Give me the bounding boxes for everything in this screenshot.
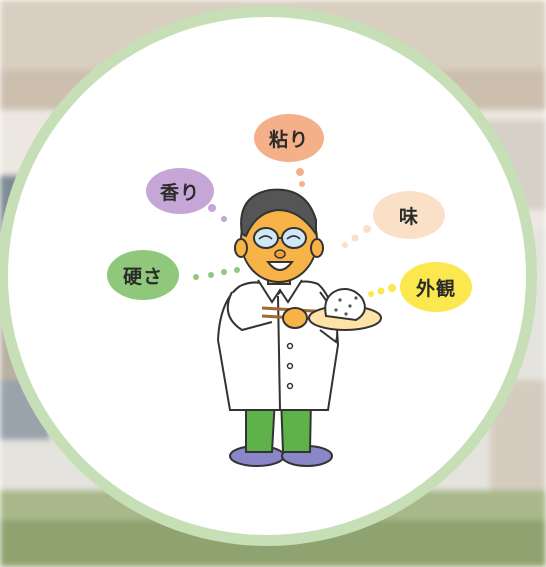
bubble-kaori: 香り xyxy=(146,168,214,214)
bubble-katasa-label: 硬さ xyxy=(122,265,163,288)
hand xyxy=(282,307,308,329)
bubble-gaikan: 外観 xyxy=(400,262,472,312)
thought-dots-nebari xyxy=(296,168,305,187)
bubble-aji-label: 味 xyxy=(398,205,419,228)
glasses-icon xyxy=(253,227,307,249)
coat-seam xyxy=(277,295,281,411)
ear-right xyxy=(310,238,324,258)
thought-dots-kaori xyxy=(208,204,227,222)
thought-dots-aji xyxy=(342,225,371,248)
bubble-gaikan-label: 外観 xyxy=(415,277,456,300)
mouth xyxy=(265,261,295,271)
bubble-katasa: 硬さ xyxy=(107,250,179,300)
bubble-nebari: 粘り xyxy=(254,114,324,162)
bubble-nebari-label: 粘り xyxy=(268,128,309,151)
ear-left xyxy=(234,238,248,258)
left-arm xyxy=(226,291,273,332)
thought-dots-gaikan xyxy=(368,284,396,297)
nose xyxy=(274,249,286,259)
coat-collar xyxy=(257,279,303,304)
hair xyxy=(240,188,317,238)
bubble-aji: 味 xyxy=(373,191,445,239)
rice xyxy=(324,288,366,322)
rice-grains xyxy=(334,296,358,316)
thought-dots-katasa xyxy=(193,267,240,280)
bubble-kaori-label: 香り xyxy=(159,181,200,204)
